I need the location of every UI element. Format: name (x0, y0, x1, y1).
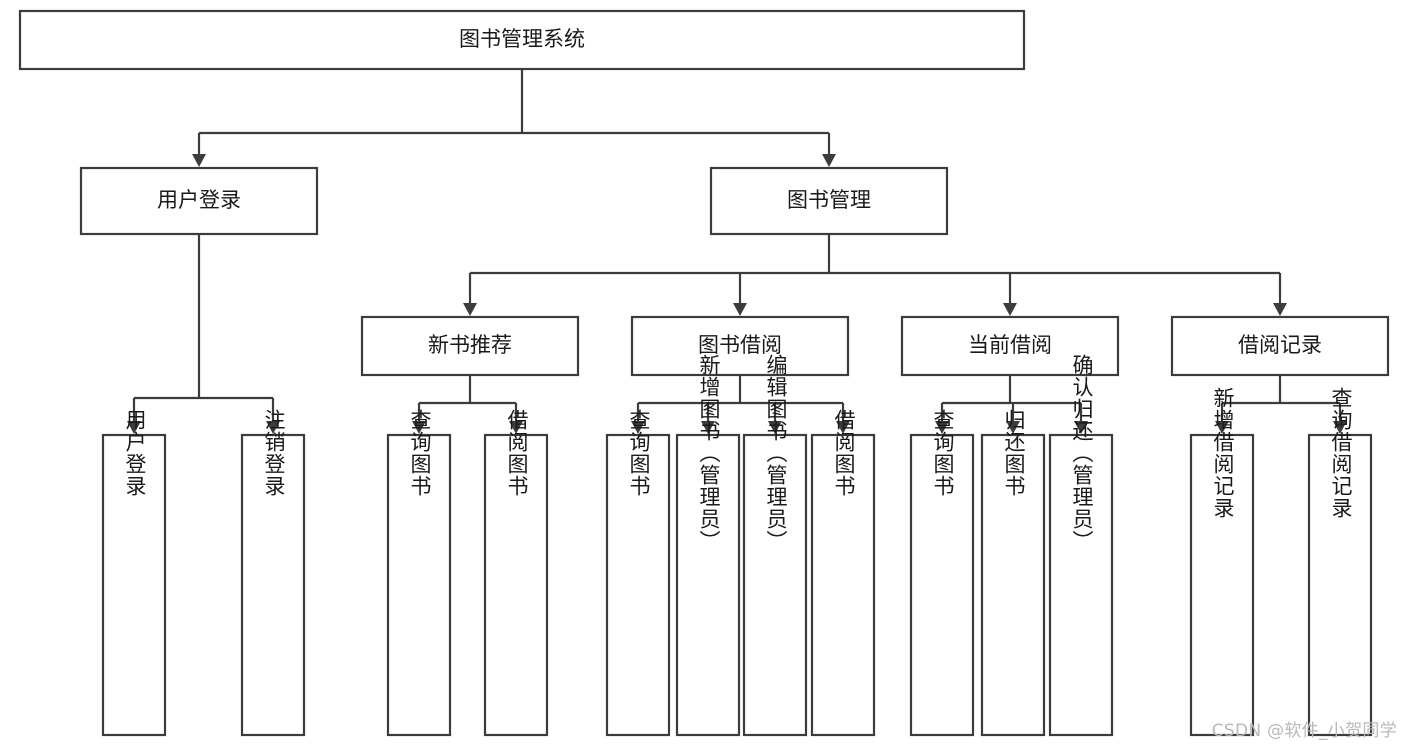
node-label-book-borrow: 图书借阅 (698, 333, 782, 357)
arrow-head-icon (192, 154, 206, 167)
node-label-borrow-borrow-book: 借阅图书 (832, 409, 856, 497)
node-box-current-borrow[interactable] (900, 315, 1120, 377)
node-label-record-add: 新增借阅记录 (1211, 387, 1235, 519)
node-box-book-borrow[interactable] (630, 315, 850, 377)
arrow-head-icon (822, 154, 836, 167)
node-box-recommend-borrow-book[interactable] (483, 433, 549, 737)
node-box-current-query-book[interactable] (909, 433, 975, 737)
node-box-root[interactable] (18, 9, 1026, 71)
arrow-head-icon (836, 421, 850, 434)
node-box-recommend-query-book[interactable] (386, 433, 452, 737)
arrow-head-icon (266, 421, 280, 434)
node-box-borrow-query-book[interactable] (605, 433, 671, 737)
node-label-user-logout-action: 注销登录 (262, 409, 286, 497)
arrow-head-icon (412, 421, 426, 434)
node-label-new-book-recommend: 新书推荐 (428, 333, 512, 357)
arrow-head-icon (733, 303, 747, 316)
arrow-head-icon (1215, 421, 1229, 434)
node-label-record-query: 查询借阅记录 (1329, 387, 1353, 519)
node-label-recommend-query-book: 查询图书 (408, 409, 432, 497)
arrow-head-icon (1006, 421, 1020, 434)
node-label-current-borrow: 当前借阅 (968, 333, 1052, 357)
node-label-recommend-borrow-book: 借阅图书 (505, 409, 529, 497)
arrow-head-icon (631, 421, 645, 434)
node-label-current-query-book: 查询图书 (931, 409, 955, 497)
arrow-head-icon (768, 421, 782, 434)
arrow-head-icon (127, 421, 141, 434)
arrow-head-icon (509, 421, 523, 434)
arrow-head-icon (935, 421, 949, 434)
node-box-record-query[interactable] (1307, 433, 1373, 737)
node-label-current-return-book: 归还图书 (1002, 409, 1026, 497)
arrow-head-icon (701, 421, 715, 434)
node-box-user-login[interactable] (79, 166, 319, 236)
node-box-new-book-recommend[interactable] (360, 315, 580, 377)
node-box-borrow-borrow-book[interactable] (810, 433, 876, 737)
node-label-borrow-records: 借阅记录 (1238, 333, 1322, 357)
node-label-root: 图书管理系统 (459, 27, 585, 51)
arrow-head-icon (1074, 421, 1088, 434)
node-label-user-login: 用户登录 (157, 188, 241, 212)
arrow-head-icon (1333, 421, 1347, 434)
node-box-borrow-edit-book[interactable] (742, 433, 808, 737)
connector-layer (127, 69, 1347, 434)
node-label-borrow-add-book: 新增图书（管理员） (697, 354, 721, 552)
node-box-borrow-records[interactable] (1170, 315, 1390, 377)
node-label-user-login-action: 用户登录 (123, 409, 147, 497)
node-box-book-management[interactable] (709, 166, 949, 236)
node-box-user-login-action[interactable] (101, 433, 167, 737)
node-label-borrow-edit-book: 编辑图书（管理员） (764, 354, 788, 552)
node-box-user-logout-action[interactable] (240, 433, 306, 737)
arrow-head-icon (1273, 303, 1287, 316)
arrow-head-icon (463, 303, 477, 316)
node-label-borrow-query-book: 查询图书 (627, 409, 651, 497)
node-box-record-add[interactable] (1189, 433, 1255, 737)
arrow-head-icon (1003, 303, 1017, 316)
node-box-current-return-book[interactable] (980, 433, 1046, 737)
node-label-book-management: 图书管理 (787, 188, 871, 212)
node-box-current-confirm-return[interactable] (1048, 433, 1114, 737)
node-label-current-confirm-return: 确认归还（管理员） (1070, 354, 1094, 552)
node-box-borrow-add-book[interactable] (675, 433, 741, 737)
node-layer: 图书管理系统用户登录用户登录注销登录图书管理新书推荐查询图书借阅图书图书借阅查询… (18, 9, 1390, 737)
